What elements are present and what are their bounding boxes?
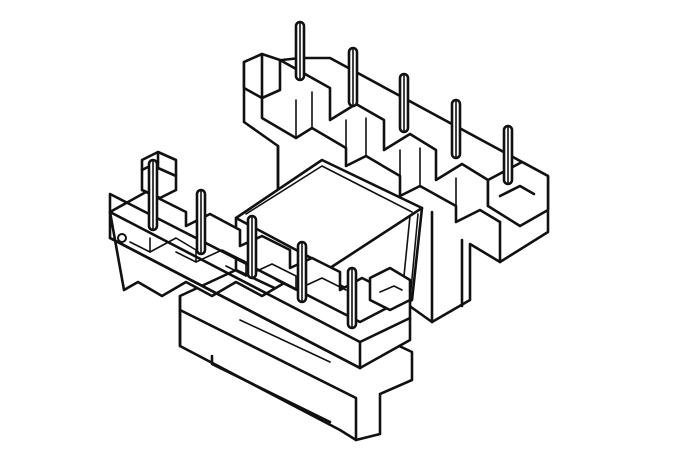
rear-pin (502, 124, 514, 186)
front-pin (346, 266, 358, 330)
rear-pin (294, 20, 306, 82)
rear-pins (294, 20, 514, 186)
front-pins (147, 158, 358, 330)
front-pin (195, 188, 207, 256)
rear-pin (398, 72, 410, 134)
front-pin (147, 158, 159, 232)
front-pin (296, 240, 308, 304)
rear-pin (450, 98, 462, 160)
front-flange (108, 150, 412, 370)
front-pin (246, 214, 258, 280)
rear-pin (347, 46, 359, 108)
